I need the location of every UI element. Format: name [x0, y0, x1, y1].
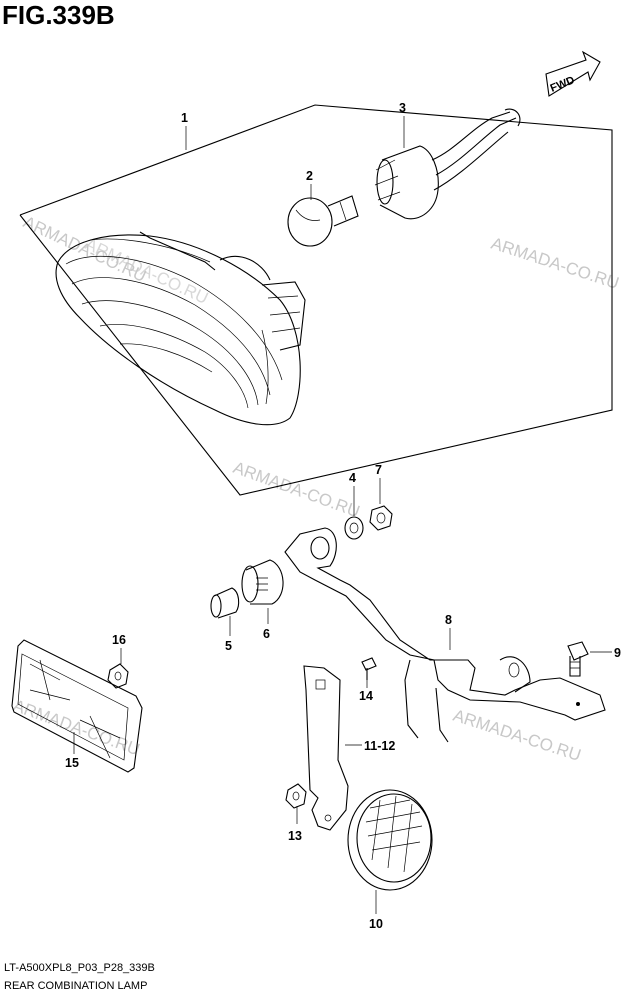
callout-4: 4: [349, 471, 356, 485]
figure-code: LT-A500XPL8_P03_P28_339B: [4, 962, 155, 974]
callout-11-12: 11-12: [364, 739, 395, 753]
bracket: [284, 527, 606, 743]
callout-3: 3: [399, 101, 406, 115]
collar: [241, 559, 284, 605]
watermark-3: ARMADA-CO.RU: [231, 458, 363, 521]
nut: [369, 505, 393, 531]
callout-8: 8: [445, 613, 452, 627]
callout-1: 1: [181, 111, 188, 125]
watermark-2: ARMADA-CO.RU: [489, 234, 622, 293]
callout-labels: 1 2 3 4 7 8 9 5 6 16 14 15 11-12 13 10: [65, 101, 621, 931]
screw: [361, 657, 377, 680]
reflector-bracket: [303, 665, 349, 831]
callout-10: 10: [369, 917, 383, 931]
callout-6: 6: [263, 627, 270, 641]
rectangular-reflector: [11, 639, 143, 773]
round-reflector: [347, 789, 433, 891]
socket-harness: [374, 108, 521, 220]
callout-15: 15: [65, 756, 79, 770]
callout-7: 7: [375, 463, 382, 477]
nut-16: [107, 663, 129, 689]
figure-title: FIG.339B: [2, 0, 115, 30]
figure-caption: REAR COMBINATION LAMP: [4, 980, 148, 992]
fwd-arrow-icon: FWD: [545, 50, 601, 97]
callout-5: 5: [225, 639, 232, 653]
nut-13: [285, 783, 307, 809]
bulb: [287, 195, 359, 247]
tail-lamp-housing: [55, 231, 306, 426]
bolt: [567, 641, 589, 677]
callout-13: 13: [288, 829, 302, 843]
callout-2: 2: [306, 169, 313, 183]
callout-9: 9: [614, 646, 621, 660]
spacer: [210, 587, 240, 619]
lamp-assembly-frame: [19, 104, 613, 496]
washer: [344, 516, 364, 540]
callout-14: 14: [359, 689, 373, 703]
callout-16: 16: [112, 633, 126, 647]
